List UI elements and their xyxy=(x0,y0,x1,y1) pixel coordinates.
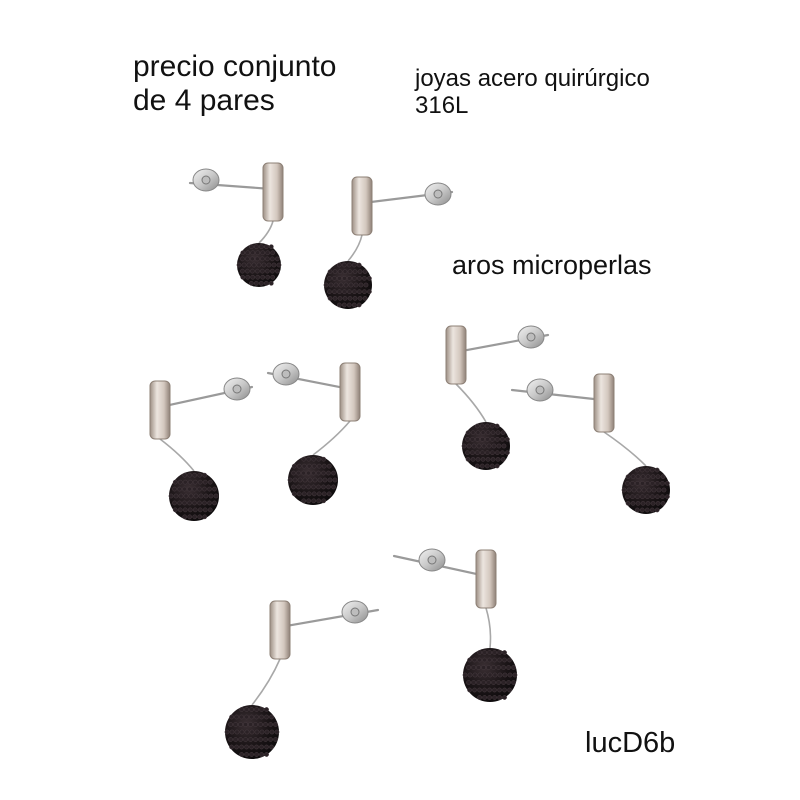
product-name: aros microperlas xyxy=(452,250,652,280)
price-note: precio conjunto de 4 pares xyxy=(133,50,336,117)
earring-1 xyxy=(188,162,284,287)
price-note-line-2: de 4 pares xyxy=(133,83,275,117)
earring-2 xyxy=(323,176,454,309)
earring-back-3 xyxy=(517,325,545,349)
earring-tube-1 xyxy=(262,162,284,222)
earring-tube-6 xyxy=(339,362,361,422)
earring-6 xyxy=(266,362,361,505)
earring-4 xyxy=(510,373,670,514)
earring-tube-2 xyxy=(351,176,373,236)
earring-tube-5 xyxy=(149,380,171,440)
price-note-line-1: precio conjunto xyxy=(133,50,337,83)
earring-3 xyxy=(445,325,550,470)
earring-tube-7 xyxy=(269,600,291,660)
earring-8 xyxy=(392,548,518,702)
earring-back-2 xyxy=(424,182,452,206)
earring-back-4 xyxy=(526,378,554,402)
earring-back-6 xyxy=(272,362,300,386)
material-note: joyas acero quirúrgico 316L xyxy=(415,65,650,120)
earring-5 xyxy=(149,377,254,521)
material-note-line-1: joyas acero quirúrgico xyxy=(415,65,650,92)
material-note-line-2: 316L xyxy=(415,91,469,119)
product-code: lucD6b xyxy=(585,727,676,759)
earring-tube-8 xyxy=(475,549,497,609)
earring-7 xyxy=(224,600,380,759)
earring-tube-3 xyxy=(445,325,467,385)
earring-back-5 xyxy=(223,377,251,401)
earring-tube-4 xyxy=(593,373,615,433)
earring-back-7 xyxy=(341,600,369,624)
earring-back-8 xyxy=(418,548,446,572)
earring-back-1 xyxy=(192,168,220,192)
